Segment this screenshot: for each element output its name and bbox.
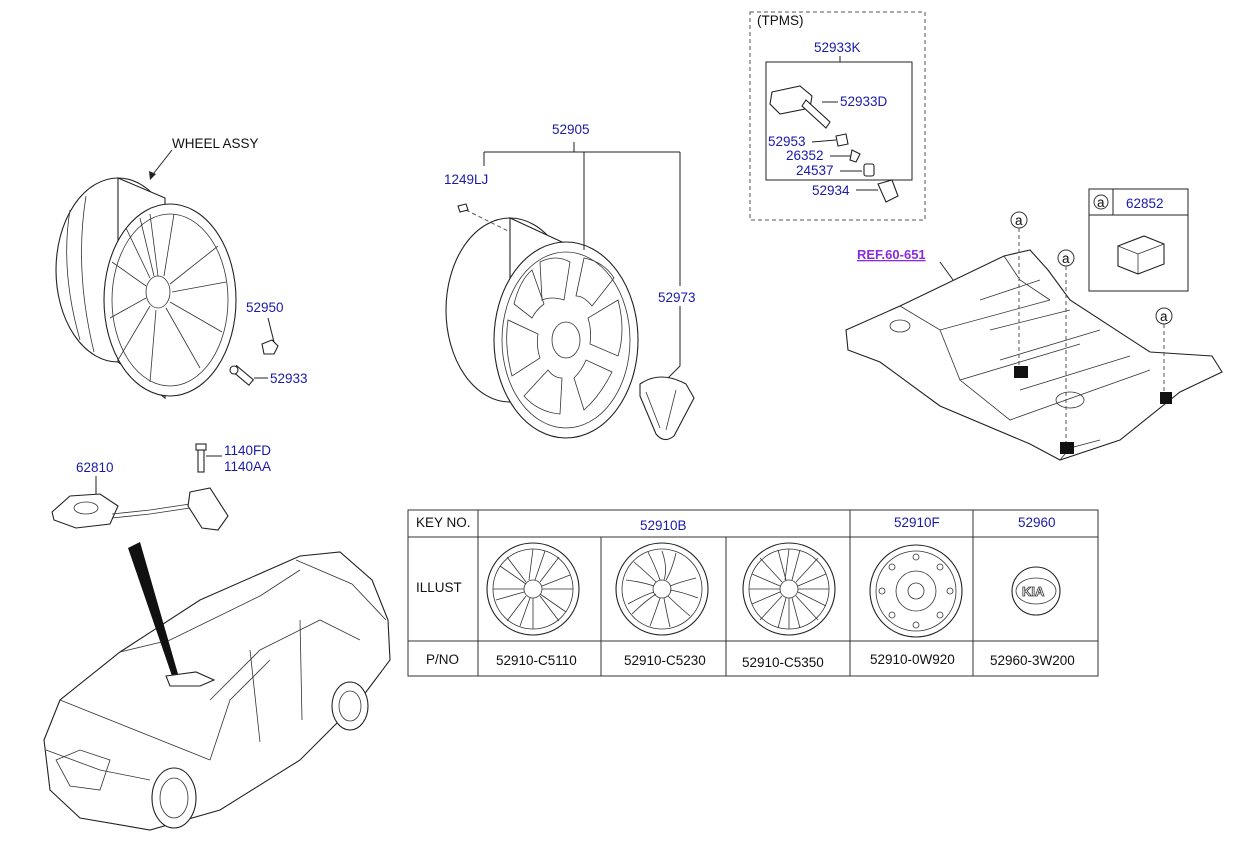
table-header-key: KEY NO. — [416, 515, 471, 530]
tpms-label: (TPMS) — [757, 13, 804, 28]
legend-marker-a: a — [1097, 195, 1105, 210]
wheel-assembly-illustration — [55, 177, 237, 400]
wheel-illust-c5110 — [486, 542, 580, 636]
part-52933D-label: 52933D — [840, 94, 888, 109]
part-52973-label: 52973 — [658, 290, 696, 305]
location-pointer — [128, 542, 178, 676]
emblem-illust-kia: KIA — [1011, 566, 1061, 616]
part-52934-label: 52934 — [812, 183, 850, 198]
marker-a-3: a — [1160, 309, 1168, 324]
wheel-illust-c5230 — [615, 542, 709, 636]
table-row-pno: P/NO — [426, 652, 459, 667]
wheel-assy-label: WHEEL ASSY — [172, 136, 259, 151]
floor-pan-illustration — [845, 249, 1223, 461]
tpms-group-box — [749, 11, 926, 221]
pad-3 — [1160, 392, 1172, 404]
part-1140FD-label: 1140FD — [224, 443, 271, 458]
part-26352-label: 26352 — [786, 148, 824, 163]
tpms-kit-frame — [765, 61, 913, 181]
part-52905-label: 52905 — [552, 122, 590, 137]
table-group-52910F: 52910F — [894, 515, 940, 530]
table-pno-1: 52910-C5110 — [496, 653, 577, 668]
wheel-illust-0w920 — [869, 544, 963, 638]
part-1249LJ-label: 1249LJ — [444, 172, 488, 187]
part-24537-label: 24537 — [796, 163, 834, 178]
tpms-sensor — [769, 85, 831, 129]
spare-tire-cover — [639, 376, 695, 441]
table-group-52960: 52960 — [1018, 515, 1056, 530]
table-row-illust: ILLUST — [416, 580, 462, 595]
valve-stem — [229, 364, 255, 386]
legend-box-62852 — [1088, 188, 1189, 292]
table-pno-2: 52910-C5230 — [624, 653, 706, 668]
table-pno-4: 52910-0W920 — [870, 652, 955, 667]
pad-2 — [1060, 442, 1074, 454]
emblem-text: KIA — [1022, 584, 1045, 599]
table-pno-5: 52960-3W200 — [990, 653, 1075, 668]
part-1140AA-label: 1140AA — [224, 459, 271, 474]
part-52950-label: 52950 — [246, 300, 284, 315]
vehicle-illustration — [43, 551, 391, 831]
marker-a-2: a — [1062, 251, 1070, 266]
marker-a-1: a — [1015, 213, 1023, 228]
bolt-1140FD — [195, 443, 207, 473]
pad-1 — [1014, 366, 1028, 378]
spare-wheel-illustration — [445, 217, 639, 439]
table-group-52910B: 52910B — [640, 518, 687, 533]
wheel-nut — [261, 339, 279, 355]
part-62852-label: 62852 — [1126, 196, 1164, 211]
part-62810-label: 62810 — [76, 460, 114, 475]
ref-60-651-link[interactable]: REF.60-651 — [857, 247, 926, 262]
table-pno-3: 52910-C5350 — [742, 655, 824, 670]
spare-tire-carrier — [51, 487, 229, 531]
parts-table — [407, 509, 1099, 677]
part-52933K-label: 52933K — [814, 40, 861, 55]
part-52933-label: 52933 — [270, 371, 308, 386]
foam-block-62852 — [1117, 235, 1165, 275]
part-52953-label: 52953 — [768, 134, 806, 149]
wheel-illust-c5350 — [742, 542, 836, 636]
